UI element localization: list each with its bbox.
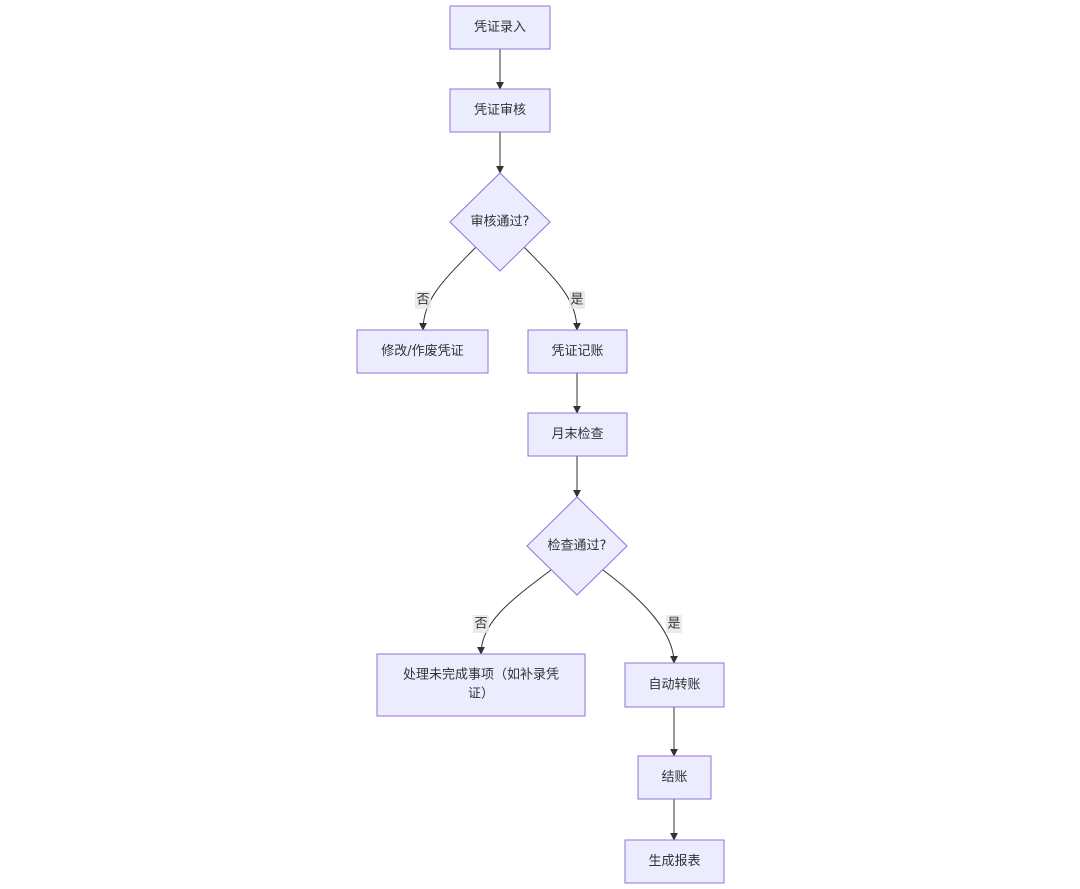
node-closing: 结账 bbox=[637, 755, 712, 800]
node-voucher-review-label: 凭证审核 bbox=[474, 103, 526, 118]
edge-labels: 否 是 否 是 bbox=[415, 291, 682, 633]
node-modify-void-label: 修改/作废凭证 bbox=[381, 343, 463, 359]
node-voucher-posting-label: 凭证记账 bbox=[551, 344, 603, 359]
edge-label-review-no: 否 bbox=[415, 291, 431, 309]
nodes: 凭证录入 凭证审核 审核通过? 修改/作废凭证 凭证记账 月末检查 检查通过? bbox=[356, 5, 725, 884]
node-month-end-check-label: 月末检查 bbox=[551, 427, 603, 442]
node-voucher-posting: 凭证记账 bbox=[527, 329, 628, 374]
edge-label-review-yes-text: 是 bbox=[570, 293, 583, 308]
edge-check-yes-to-autotransfer bbox=[602, 569, 678, 664]
edge-label-check-no-text: 否 bbox=[474, 617, 487, 632]
edge-label-review-yes: 是 bbox=[569, 291, 585, 309]
node-handle-pending-label-line2: 证） bbox=[468, 687, 494, 702]
node-voucher-review: 凭证审核 bbox=[449, 88, 551, 133]
edges bbox=[419, 49, 678, 841]
edge-label-check-yes: 是 bbox=[666, 615, 682, 633]
node-check-passed-decision: 检查通过? bbox=[526, 496, 628, 596]
node-handle-pending-label-line1: 处理未完成事项（如补录凭 bbox=[403, 667, 559, 683]
node-review-passed-decision: 审核通过? bbox=[449, 172, 551, 272]
node-review-passed-label: 审核通过? bbox=[471, 215, 530, 230]
node-auto-transfer: 自动转账 bbox=[624, 662, 725, 708]
node-check-passed-label: 检查通过? bbox=[548, 539, 607, 554]
edge-label-review-no-text: 否 bbox=[416, 293, 429, 308]
node-modify-void: 修改/作废凭证 bbox=[356, 329, 489, 374]
node-auto-transfer-label: 自动转账 bbox=[648, 678, 700, 693]
edge-check-no-to-pending bbox=[477, 569, 552, 655]
node-handle-pending: 处理未完成事项（如补录凭 证） bbox=[376, 653, 586, 717]
node-month-end-check: 月末检查 bbox=[527, 412, 628, 457]
node-closing-label: 结账 bbox=[661, 770, 687, 785]
node-generate-reports: 生成报表 bbox=[624, 839, 725, 884]
node-voucher-entry: 凭证录入 bbox=[449, 5, 551, 50]
node-voucher-entry-label: 凭证录入 bbox=[474, 20, 526, 35]
edge-decision-no-to-modify bbox=[419, 246, 477, 331]
edge-decision-yes-to-posting bbox=[523, 246, 581, 331]
node-generate-reports-label: 生成报表 bbox=[648, 854, 700, 869]
edge-label-check-no: 否 bbox=[473, 615, 489, 633]
edge-label-check-yes-text: 是 bbox=[667, 617, 680, 632]
